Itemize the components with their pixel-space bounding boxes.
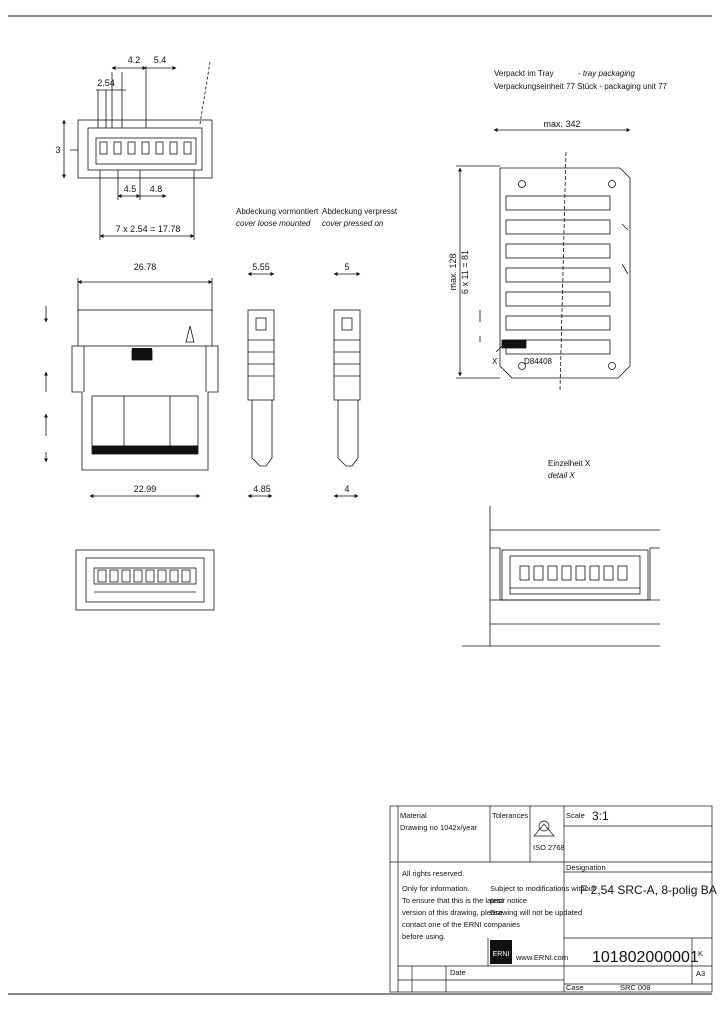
tray-unit: Verpackungseinheit 77 Stück - packaging … xyxy=(494,82,668,91)
dim-5-4: 5.4 xyxy=(154,55,167,65)
tb-case-label: Case xyxy=(566,983,584,992)
dim-5-55: 5.55 xyxy=(252,262,270,272)
dim-4-85: 4.85 xyxy=(253,484,271,494)
tb-revision: K xyxy=(698,949,703,958)
tb-ensure-4: before using. xyxy=(402,932,445,941)
tb-size: A3 xyxy=(696,969,705,978)
tb-website: www.ERNI.com xyxy=(515,953,568,962)
dim-4-5: 4.5 xyxy=(124,184,137,194)
dim-pitch: 7 x 2.54 = 17.78 xyxy=(116,224,181,234)
cover-loose-en: cover loose mounted xyxy=(236,219,311,228)
title-block xyxy=(389,805,713,993)
cover-pressed-de: Abdeckung verpresst xyxy=(322,207,398,216)
tb-subject-3: Drawing will not be updated xyxy=(490,908,582,917)
dim-4: 4 xyxy=(344,484,349,494)
tray-detail-marker: X xyxy=(492,357,498,366)
tb-only-info: Only for information. xyxy=(402,884,470,893)
tb-case-value: SRC 008 xyxy=(620,983,650,992)
dim-4-2: 4.2 xyxy=(128,55,141,65)
tb-ensure-1: To ensure that this is the latest xyxy=(402,896,504,905)
dim-5: 5 xyxy=(344,262,349,272)
tray-rows: 6 x 11 = 81 xyxy=(460,250,470,294)
side-view-pressed xyxy=(333,272,361,498)
bottom-view xyxy=(75,549,215,611)
detail-x-en: detail X xyxy=(548,471,575,480)
detail-x-de: Einzelheit X xyxy=(548,459,591,468)
erni-logo-mark xyxy=(490,940,512,964)
dim-22-99: 22.99 xyxy=(134,484,157,494)
detail-x-view xyxy=(462,506,660,647)
tb-drawing-no-label: Drawing no 1042x/year xyxy=(400,823,478,832)
tb-designation: F 2,54 SRC-A, 8-polig BA 2 xyxy=(580,883,720,897)
tray-label-de: Verpackt im Tray xyxy=(494,69,554,78)
tb-ensure-2: version of this drawing, please xyxy=(402,908,503,917)
tray-max-width: max. 342 xyxy=(543,119,580,129)
svg-text:ERNI: ERNI xyxy=(493,951,510,958)
cover-pressed-en: cover pressed on xyxy=(322,219,384,228)
tb-scale-label: Scale xyxy=(566,811,585,820)
tray-label-en: - tray packaging xyxy=(578,69,635,78)
tb-subject-1: Subject to modifications without xyxy=(490,884,596,893)
tb-designation-label: Designation xyxy=(566,863,606,872)
top-view xyxy=(62,61,213,240)
tb-scale-value: 3:1 xyxy=(592,809,609,823)
front-view xyxy=(44,278,219,498)
dim-26-78: 26.78 xyxy=(134,262,157,272)
dim-2-54: 2.54 xyxy=(97,78,115,88)
dim-4-8: 4.8 xyxy=(150,184,163,194)
tb-tolerances-label: Tolerances xyxy=(492,811,529,820)
erni-logo-small xyxy=(132,348,152,360)
tb-date-label: Date xyxy=(450,968,466,977)
side-view-loose xyxy=(247,272,275,498)
tb-ensure-3: contact one of the ERNI companies xyxy=(402,920,520,929)
tray-code: D84408 xyxy=(524,357,553,366)
cover-loose-de: Abdeckung vormontiert xyxy=(236,207,319,216)
dim-3: 3 xyxy=(55,145,60,155)
tray-max-height: max. 128 xyxy=(448,253,458,290)
tb-part-number: 101802000001 xyxy=(592,949,699,966)
tray-view xyxy=(456,128,631,391)
tb-material-label: Material xyxy=(400,811,427,820)
tb-rights: All rights reserved. xyxy=(402,869,464,878)
tb-general-tol: ISO 2768 xyxy=(533,843,565,852)
tb-subject-2: prior notice xyxy=(490,896,527,905)
